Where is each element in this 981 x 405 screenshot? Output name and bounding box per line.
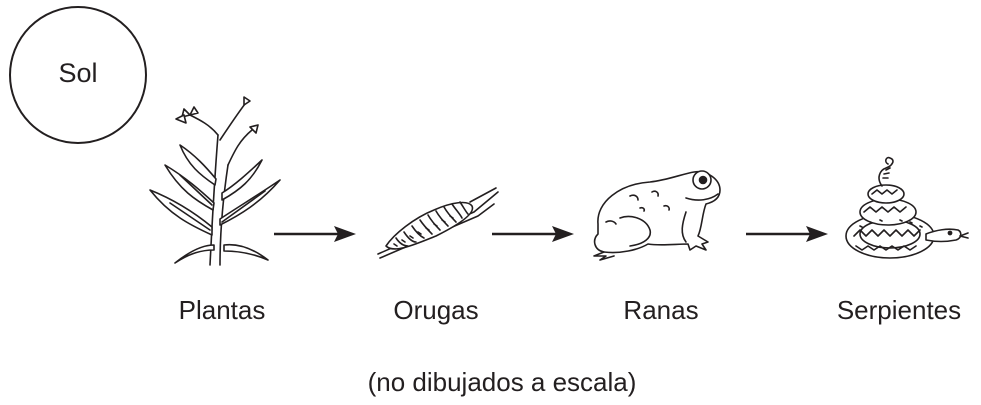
arrow-right-icon	[274, 226, 356, 242]
caterpillar-icon	[377, 187, 499, 259]
chain-label-ranas: Ranas	[623, 295, 699, 325]
chain-label-serpientes: Serpientes	[836, 295, 962, 325]
frog-icon	[593, 170, 721, 261]
chain-label-orugas: Orugas	[393, 295, 479, 325]
scale-note: (no dibujados a escala)	[367, 367, 637, 397]
arrow-right-icon	[492, 226, 574, 242]
arrow-right-icon	[746, 226, 828, 242]
snake-icon	[845, 156, 969, 259]
sun-label: Sol	[58, 58, 98, 88]
sun-circle	[9, 6, 147, 144]
plant-icon	[149, 96, 281, 266]
chain-label-plantas: Plantas	[178, 295, 266, 325]
